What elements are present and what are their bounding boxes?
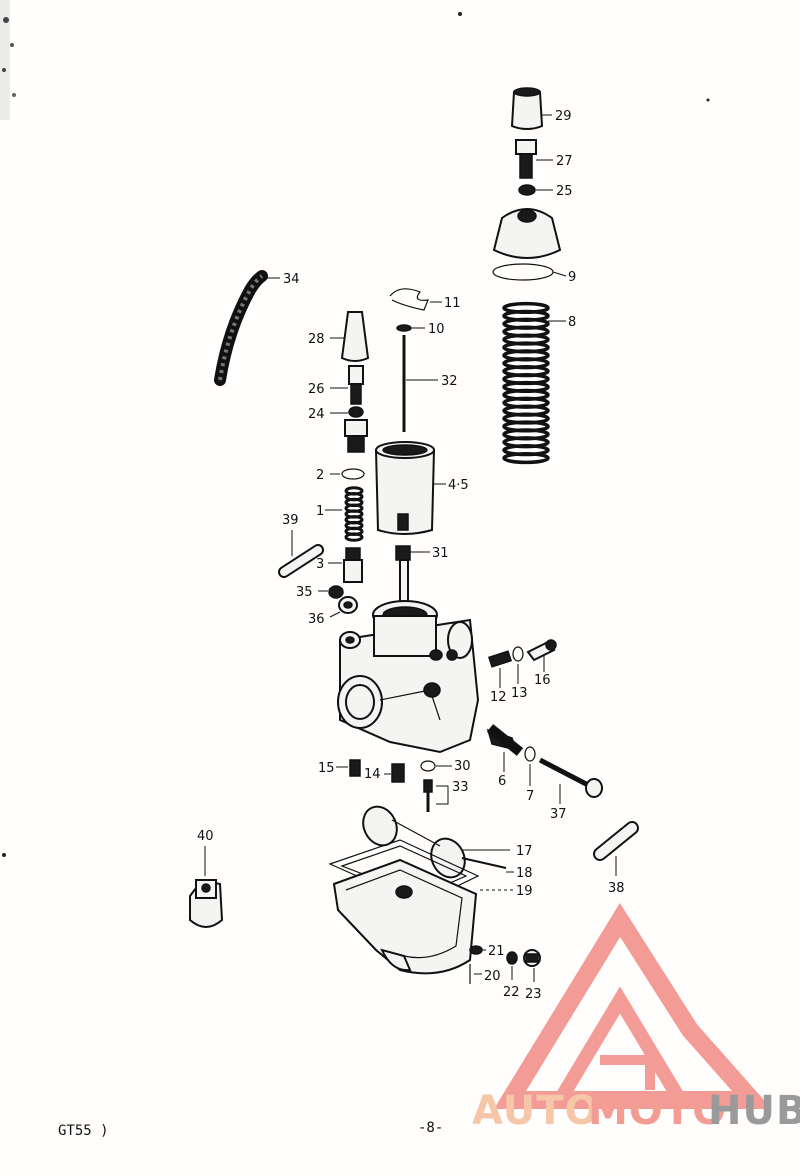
label-11: 11 [444,296,461,311]
label-38: 38 [608,881,625,896]
label-10: 10 [428,322,445,337]
label-23: 23 [525,987,542,1002]
part-27-adjuster-bolt [515,139,553,179]
label-28: 28 [308,332,325,347]
label-33: 33 [452,780,469,795]
part-37-throttle-stop-screw [538,757,603,804]
label-39: 39 [282,513,299,528]
label-21: 21 [488,944,505,959]
label-22: 22 [503,985,520,1000]
label-13: 13 [511,686,528,701]
label-32: 32 [441,374,458,389]
label-30: 30 [454,759,471,774]
label-37: 37 [550,807,567,822]
part-22-spring-washer [506,951,518,980]
part-1-spring [344,486,364,542]
part-9-top-cap [492,208,567,281]
part-24-fitting [344,419,368,453]
part-36-washer [329,596,358,618]
label-14: 14 [364,767,381,782]
part-21-screw [469,945,486,955]
part-11-clip [389,288,442,311]
part-34-vent-tube [214,270,280,386]
label-12: 12 [490,690,507,705]
label-6: 6 [498,774,506,789]
watermark-logo [493,902,772,1109]
label-4-5: 4·5 [448,478,469,493]
label-1: 1 [316,504,324,519]
part-7-o-ring [524,746,536,786]
part-20-o-ring [469,964,482,984]
label-35: 35 [296,585,313,600]
part-38-pin [593,821,639,876]
part-8-spring [502,301,550,465]
part-18-float-pin [461,857,514,873]
label-7: 7 [526,789,534,804]
watermark-text: AUTO MOTO HUB [472,1088,800,1134]
label-36: 36 [308,612,325,627]
part-12-spring [487,650,513,688]
label-2: 2 [316,468,324,483]
label-3: 3 [316,557,324,572]
part-40-clamp [189,846,224,928]
label-31: 31 [432,546,449,561]
part-14-main-jet [384,763,405,783]
part-25-nut [518,184,553,196]
page-footer: GT55 ) -8- [58,1120,443,1139]
watermark-hub: HUB [708,1088,800,1134]
part-number-labels: 29 27 25 9 8 34 11 10 28 32 26 24 2 4·5 … [197,109,625,1002]
watermark-auto: AUTO [472,1088,600,1134]
part-24-lock-nut [330,406,364,418]
label-34: 34 [283,272,300,287]
part-29-cap [510,87,552,130]
label-40: 40 [197,829,214,844]
float-bowl [332,858,478,975]
part-28-cap [330,311,370,362]
label-16: 16 [534,673,551,688]
label-15: 15 [318,761,335,776]
carburetor-body [337,600,480,754]
part-10-e-clip [396,324,425,332]
part-15-pilot-jet [336,759,361,777]
label-25: 25 [556,184,573,199]
label-26: 26 [308,382,325,397]
label-27: 27 [556,154,573,169]
label-24: 24 [308,407,325,422]
part-4-5-throttle-slide [374,441,446,535]
part-13-o-ring [512,646,524,684]
part-17-float [362,805,510,879]
label-19: 19 [516,884,533,899]
model-code: GT55 ) [58,1123,109,1139]
label-29: 29 [555,109,572,124]
part-23-drain-screw [523,949,541,982]
part-2-o-ring [330,468,365,480]
part-16-air-screw [526,639,557,672]
label-18: 18 [516,866,533,881]
label-8: 8 [568,315,576,330]
label-9: 9 [568,270,576,285]
label-20: 20 [484,969,501,984]
part-39-pin [278,530,324,578]
label-17: 17 [516,844,533,859]
scan-noise [0,0,710,857]
part-26-adjust-screw [330,365,364,405]
part-33-needle-valve [423,779,449,812]
part-35-screw [318,585,344,599]
part-30-washer [420,760,452,772]
watermark-moto: MOTO [588,1088,727,1134]
part-6-spring [486,724,524,772]
page-number: -8- [418,1120,443,1136]
part-3-starter-plunger [328,547,363,583]
part-32-jet-needle [402,335,438,432]
